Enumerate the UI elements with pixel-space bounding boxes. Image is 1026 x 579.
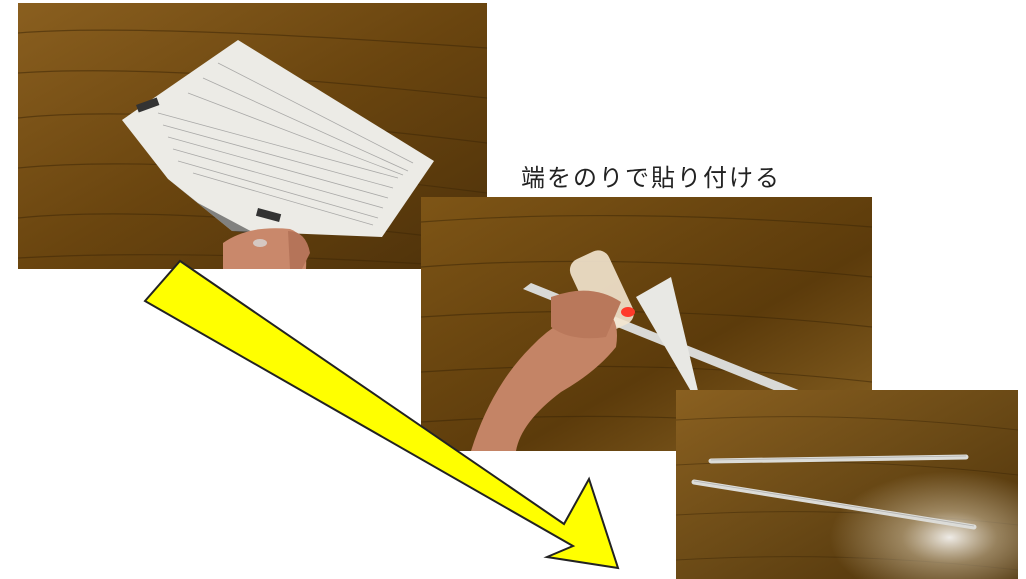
photo-spread-newspaper bbox=[18, 3, 487, 269]
photo-spread-newspaper-scene bbox=[18, 3, 487, 269]
caption-glue-edges: 端をのりで貼り付ける bbox=[521, 164, 781, 192]
arrow-shape bbox=[143, 259, 620, 570]
photo-finished-sticks-scene bbox=[676, 390, 1018, 579]
photo-glue-edge bbox=[421, 197, 872, 451]
photo-finished-sticks bbox=[676, 390, 1018, 579]
